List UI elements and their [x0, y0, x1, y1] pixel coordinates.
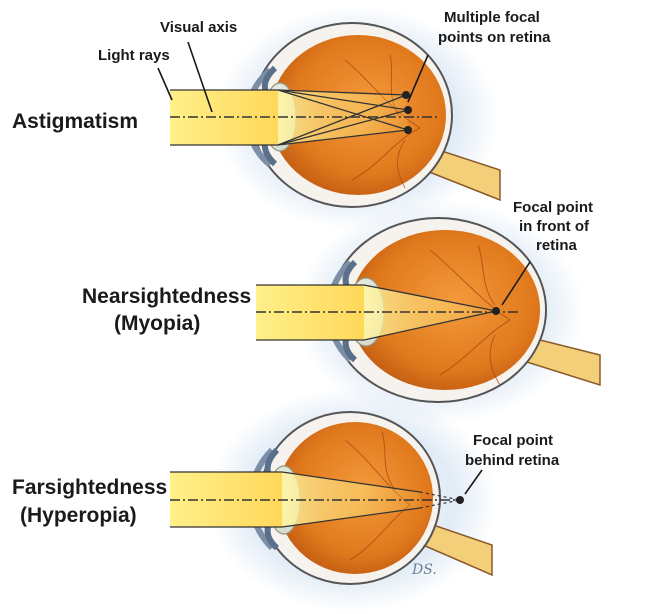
focal-point — [492, 307, 500, 315]
light-rays — [170, 89, 409, 146]
label-myopia: (Myopia) — [114, 312, 200, 335]
label-light-rays: Light rays — [98, 47, 170, 64]
light-rays — [256, 284, 497, 341]
label-focal-front-2: in front of — [519, 218, 590, 235]
light-cone — [364, 285, 496, 340]
label-multiple-focal-2: points on retina — [438, 29, 551, 46]
extended-rays — [419, 491, 461, 509]
light-cone — [278, 90, 408, 145]
label-nearsightedness: Nearsightedness — [82, 285, 251, 308]
label-multiple-focal-1: Multiple focal — [444, 9, 540, 26]
focal-point — [456, 496, 464, 504]
label-focal-behind-1: Focal point — [473, 432, 553, 449]
eye-farsightedness — [170, 388, 497, 612]
retina-vessels — [429, 244, 511, 386]
eye-nearsightedness — [256, 200, 601, 424]
focal-point — [404, 106, 412, 114]
label-farsightedness: Farsightedness — [12, 476, 167, 499]
label-focal-front-1: Focal point — [513, 199, 593, 216]
leader-lines — [157, 41, 531, 495]
label-focal-behind-2: behind retina — [465, 452, 560, 469]
label-hyperopia: (Hyperopia) — [20, 504, 137, 527]
label-visual-axis: Visual axis — [160, 19, 237, 36]
label-focal-front-3: retina — [536, 237, 578, 254]
focal-point — [402, 91, 410, 99]
label-astigmatism: Astigmatism — [12, 110, 138, 133]
focal-point — [404, 126, 412, 134]
artist-signature: DS. — [411, 562, 437, 578]
light-rays — [170, 471, 421, 528]
eye-astigmatism — [170, 6, 501, 230]
